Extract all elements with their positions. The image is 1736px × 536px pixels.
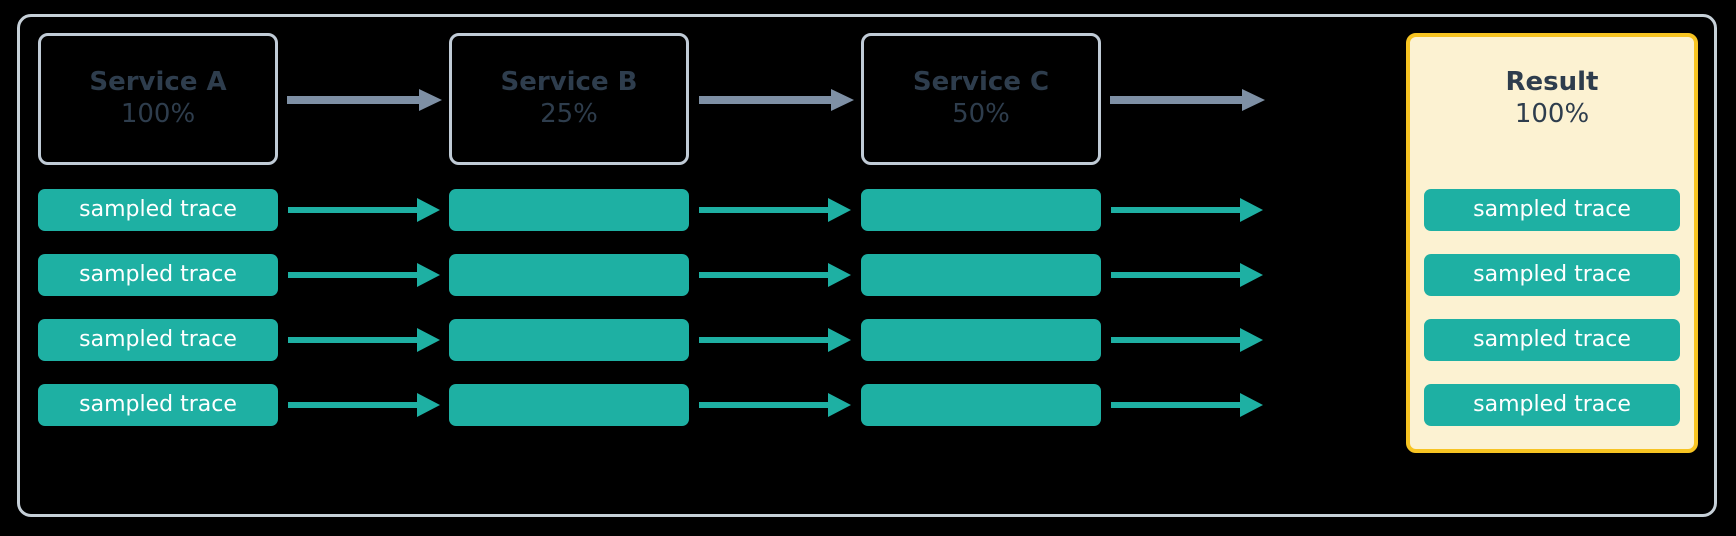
trace-arrow-row-4-b-to-c [699,393,851,417]
trace-bar-result-row-2[interactable]: sampled trace [1424,254,1680,296]
service-title: Service B [500,67,638,98]
trace-bar-label: sampled trace [79,392,237,417]
trace-arrow-row-4-c-to-result [1111,393,1263,417]
trace-bar-service-a-row-3[interactable]: sampled trace [38,319,278,361]
trace-bar-service-c-row-4[interactable] [861,384,1101,426]
trace-bar-label: sampled trace [1473,262,1631,287]
trace-bar-service-a-row-4[interactable]: sampled trace [38,384,278,426]
trace-bar-label: sampled trace [79,262,237,287]
result-title: Result [1505,67,1599,98]
trace-arrow-row-3-c-to-result [1111,328,1263,352]
service-title: Service C [912,67,1050,98]
service-box-service-c[interactable]: Service C 50% [861,33,1101,165]
trace-arrow-row-2-c-to-result [1111,263,1263,287]
trace-bar-service-a-row-1[interactable]: sampled trace [38,189,278,231]
trace-arrow-row-2-b-to-c [699,263,851,287]
trace-bar-service-b-row-2[interactable] [449,254,689,296]
service-percent: 100% [120,99,196,129]
service-box-service-a[interactable]: Service A 100% [38,33,278,165]
service-percent: 25% [540,99,598,129]
result-percent: 100% [1514,99,1590,129]
trace-bar-service-c-row-1[interactable] [861,189,1101,231]
trace-bar-label: sampled trace [1473,197,1631,222]
service-box-result[interactable]: Result 100% [1432,33,1672,165]
trace-arrow-row-1-c-to-result [1111,198,1263,222]
service-percent: 50% [952,99,1010,129]
service-flow-arrow-b-to-c [699,88,854,112]
trace-arrow-row-3-b-to-c [699,328,851,352]
trace-arrow-row-4-a-to-b [288,393,440,417]
service-flow-arrow-a-to-b [287,88,442,112]
trace-bar-label: sampled trace [1473,392,1631,417]
trace-bar-label: sampled trace [79,327,237,352]
service-box-service-b[interactable]: Service B 25% [449,33,689,165]
trace-bar-label: sampled trace [1473,327,1631,352]
trace-arrow-row-2-a-to-b [288,263,440,287]
service-flow-arrow-c-to-result [1110,88,1265,112]
trace-bar-result-row-4[interactable]: sampled trace [1424,384,1680,426]
trace-arrow-row-1-a-to-b [288,198,440,222]
trace-arrow-row-1-b-to-c [699,198,851,222]
trace-bar-service-c-row-2[interactable] [861,254,1101,296]
trace-bar-service-a-row-2[interactable]: sampled trace [38,254,278,296]
trace-bar-service-b-row-1[interactable] [449,189,689,231]
trace-bar-service-c-row-3[interactable] [861,319,1101,361]
trace-bar-result-row-3[interactable]: sampled trace [1424,319,1680,361]
trace-bar-service-b-row-4[interactable] [449,384,689,426]
diagram-outer-frame [17,14,1717,517]
trace-bar-result-row-1[interactable]: sampled trace [1424,189,1680,231]
trace-bar-label: sampled trace [79,197,237,222]
result-highlight-panel [1406,33,1698,453]
service-title: Service A [89,67,227,98]
trace-arrow-row-3-a-to-b [288,328,440,352]
trace-bar-service-b-row-3[interactable] [449,319,689,361]
